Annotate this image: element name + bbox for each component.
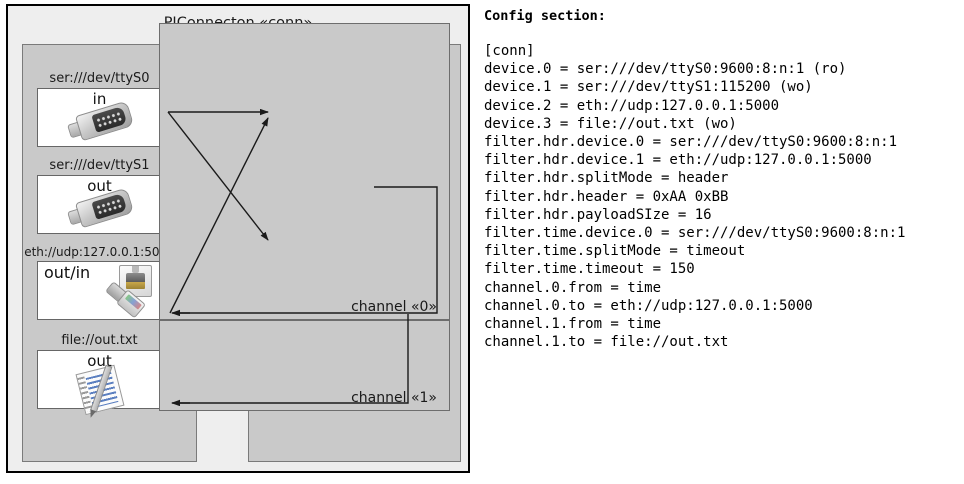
- channel-1-label: channel «1»: [351, 390, 437, 406]
- device-eth-udp[interactable]: eth://udp:127.0.0.1:5000 out/in: [24, 245, 175, 320]
- device-direction: in: [92, 90, 107, 108]
- filters-panel: filters Filter «hdr» header = 0xAA 0xBB …: [159, 23, 461, 462]
- device-ser-ttyS1[interactable]: ser:///dev/ttyS1 out: [37, 158, 162, 234]
- piconnector-component-frame: PIConnecton «conn» ser:///dev/ttyS0 in: [6, 4, 470, 473]
- device-file-out[interactable]: file://out.txt out: [37, 333, 162, 416]
- device-box[interactable]: out/in: [37, 261, 162, 320]
- ethernet-port-icon: [38, 262, 161, 319]
- device-direction: out/in: [44, 263, 91, 282]
- config-section: Config section: [conn] device.0 = ser://…: [482, 0, 964, 484]
- config-heading: Config section:: [484, 8, 606, 24]
- config-listing: [conn] device.0 = ser:///dev/ttyS0:9600:…: [484, 43, 906, 351]
- device-box[interactable]: in: [37, 88, 162, 147]
- device-label: ser:///dev/ttyS1: [49, 158, 150, 173]
- device-box[interactable]: out: [37, 350, 162, 416]
- device-label: file://out.txt: [61, 333, 138, 348]
- device-box[interactable]: out: [37, 175, 162, 234]
- channel-1-box[interactable]: channel «1»: [159, 320, 450, 411]
- device-direction: out: [87, 352, 112, 370]
- device-label: eth://udp:127.0.0.1:5000: [24, 245, 175, 259]
- device-label: ser:///dev/ttyS0: [49, 71, 150, 86]
- channel-0-box[interactable]: channel «0»: [159, 23, 450, 320]
- device-ser-ttyS0[interactable]: ser:///dev/ttyS0 in: [37, 71, 162, 147]
- device-direction: out: [87, 177, 112, 195]
- channel-0-label: channel «0»: [351, 299, 437, 315]
